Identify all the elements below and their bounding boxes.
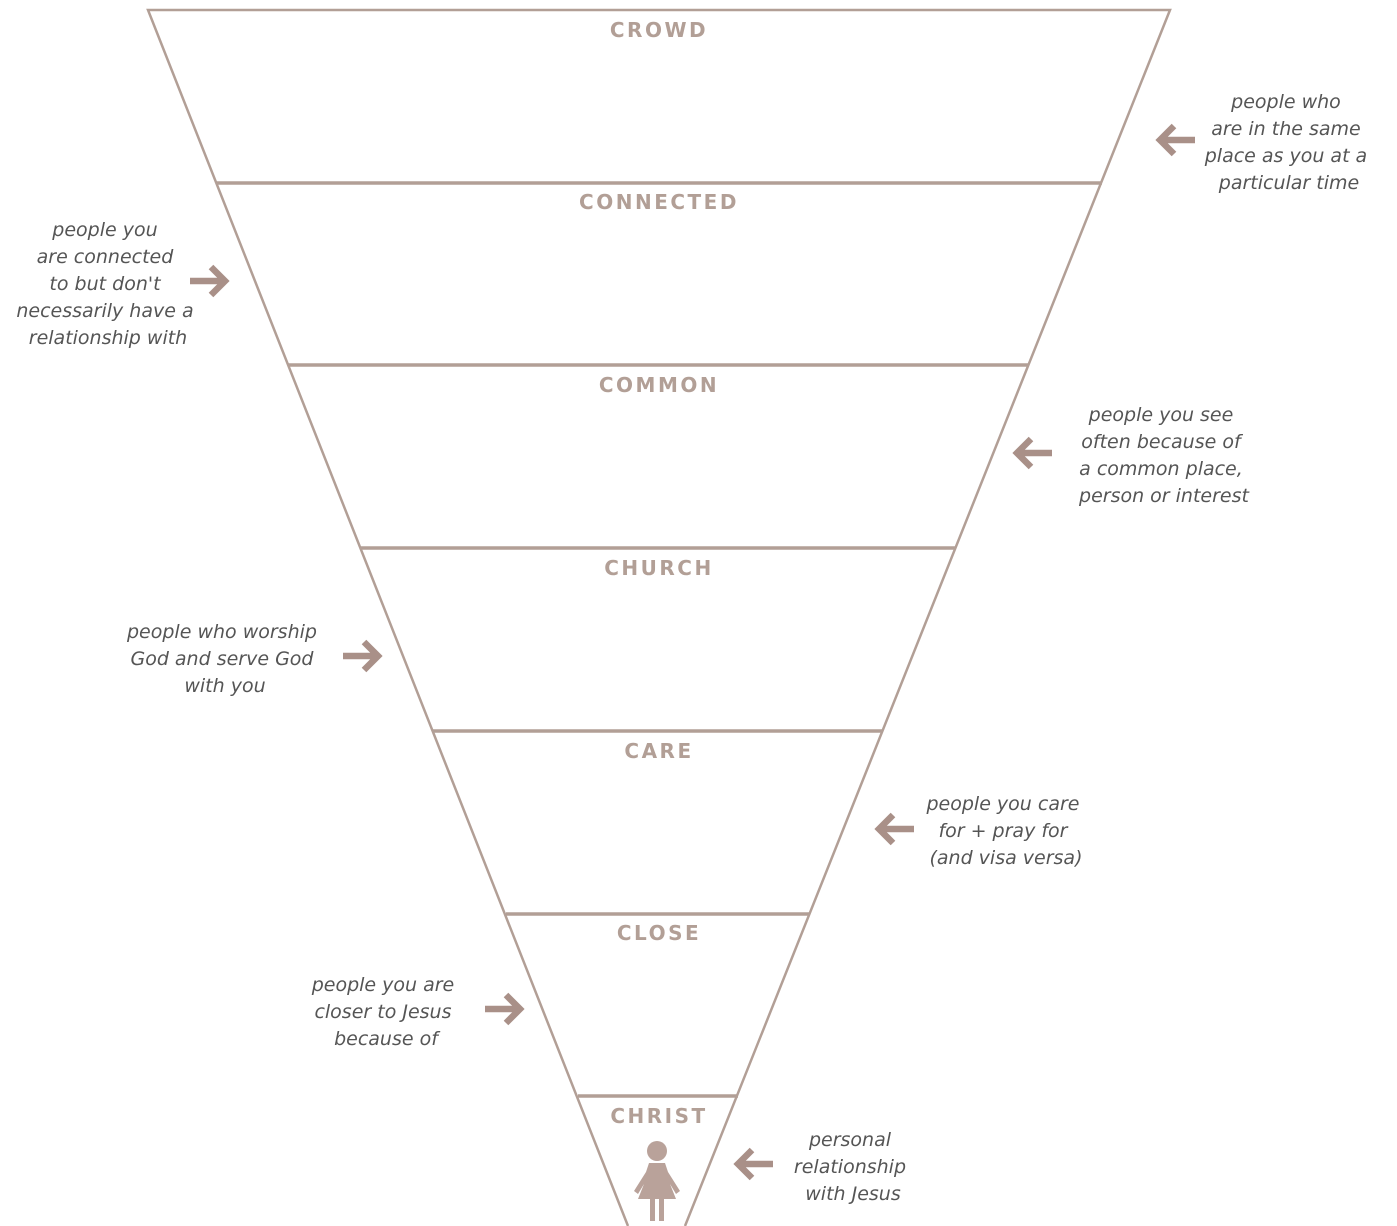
arrow-left-icon — [874, 812, 914, 846]
arrow-left-icon — [733, 1147, 773, 1181]
description-close: people you are closer to Jesus because o… — [311, 974, 461, 1050]
level-label-close: CLOSE — [617, 921, 701, 945]
description-christ: personal relationship with Jesus — [794, 1129, 912, 1205]
level-label-connected: CONNECTED — [579, 190, 739, 214]
level-label-crowd: CROWD — [610, 18, 708, 42]
description-crowd: people who are in the same place as you … — [1204, 91, 1374, 194]
description-church: people who worship God and serve God wit… — [126, 621, 323, 697]
funnel-outline — [146, 8, 1172, 1226]
level-label-church: CHURCH — [604, 556, 713, 580]
arrow-left-icon — [1012, 436, 1052, 470]
level-label-common: COMMON — [599, 373, 719, 397]
description-care: people you care for + pray for (and visa… — [925, 793, 1085, 869]
arrow-left-icon — [1155, 123, 1195, 157]
arrow-right-icon — [343, 639, 383, 673]
level-label-care: CARE — [624, 739, 693, 763]
level-label-christ: CHRIST — [610, 1104, 707, 1128]
arrow-right-icon — [190, 264, 230, 298]
description-connected: people you are connected to but don't ne… — [16, 219, 199, 349]
description-common: people you see often because of a common… — [1078, 404, 1251, 507]
person-icon — [634, 1141, 680, 1221]
arrow-right-icon — [485, 992, 525, 1026]
